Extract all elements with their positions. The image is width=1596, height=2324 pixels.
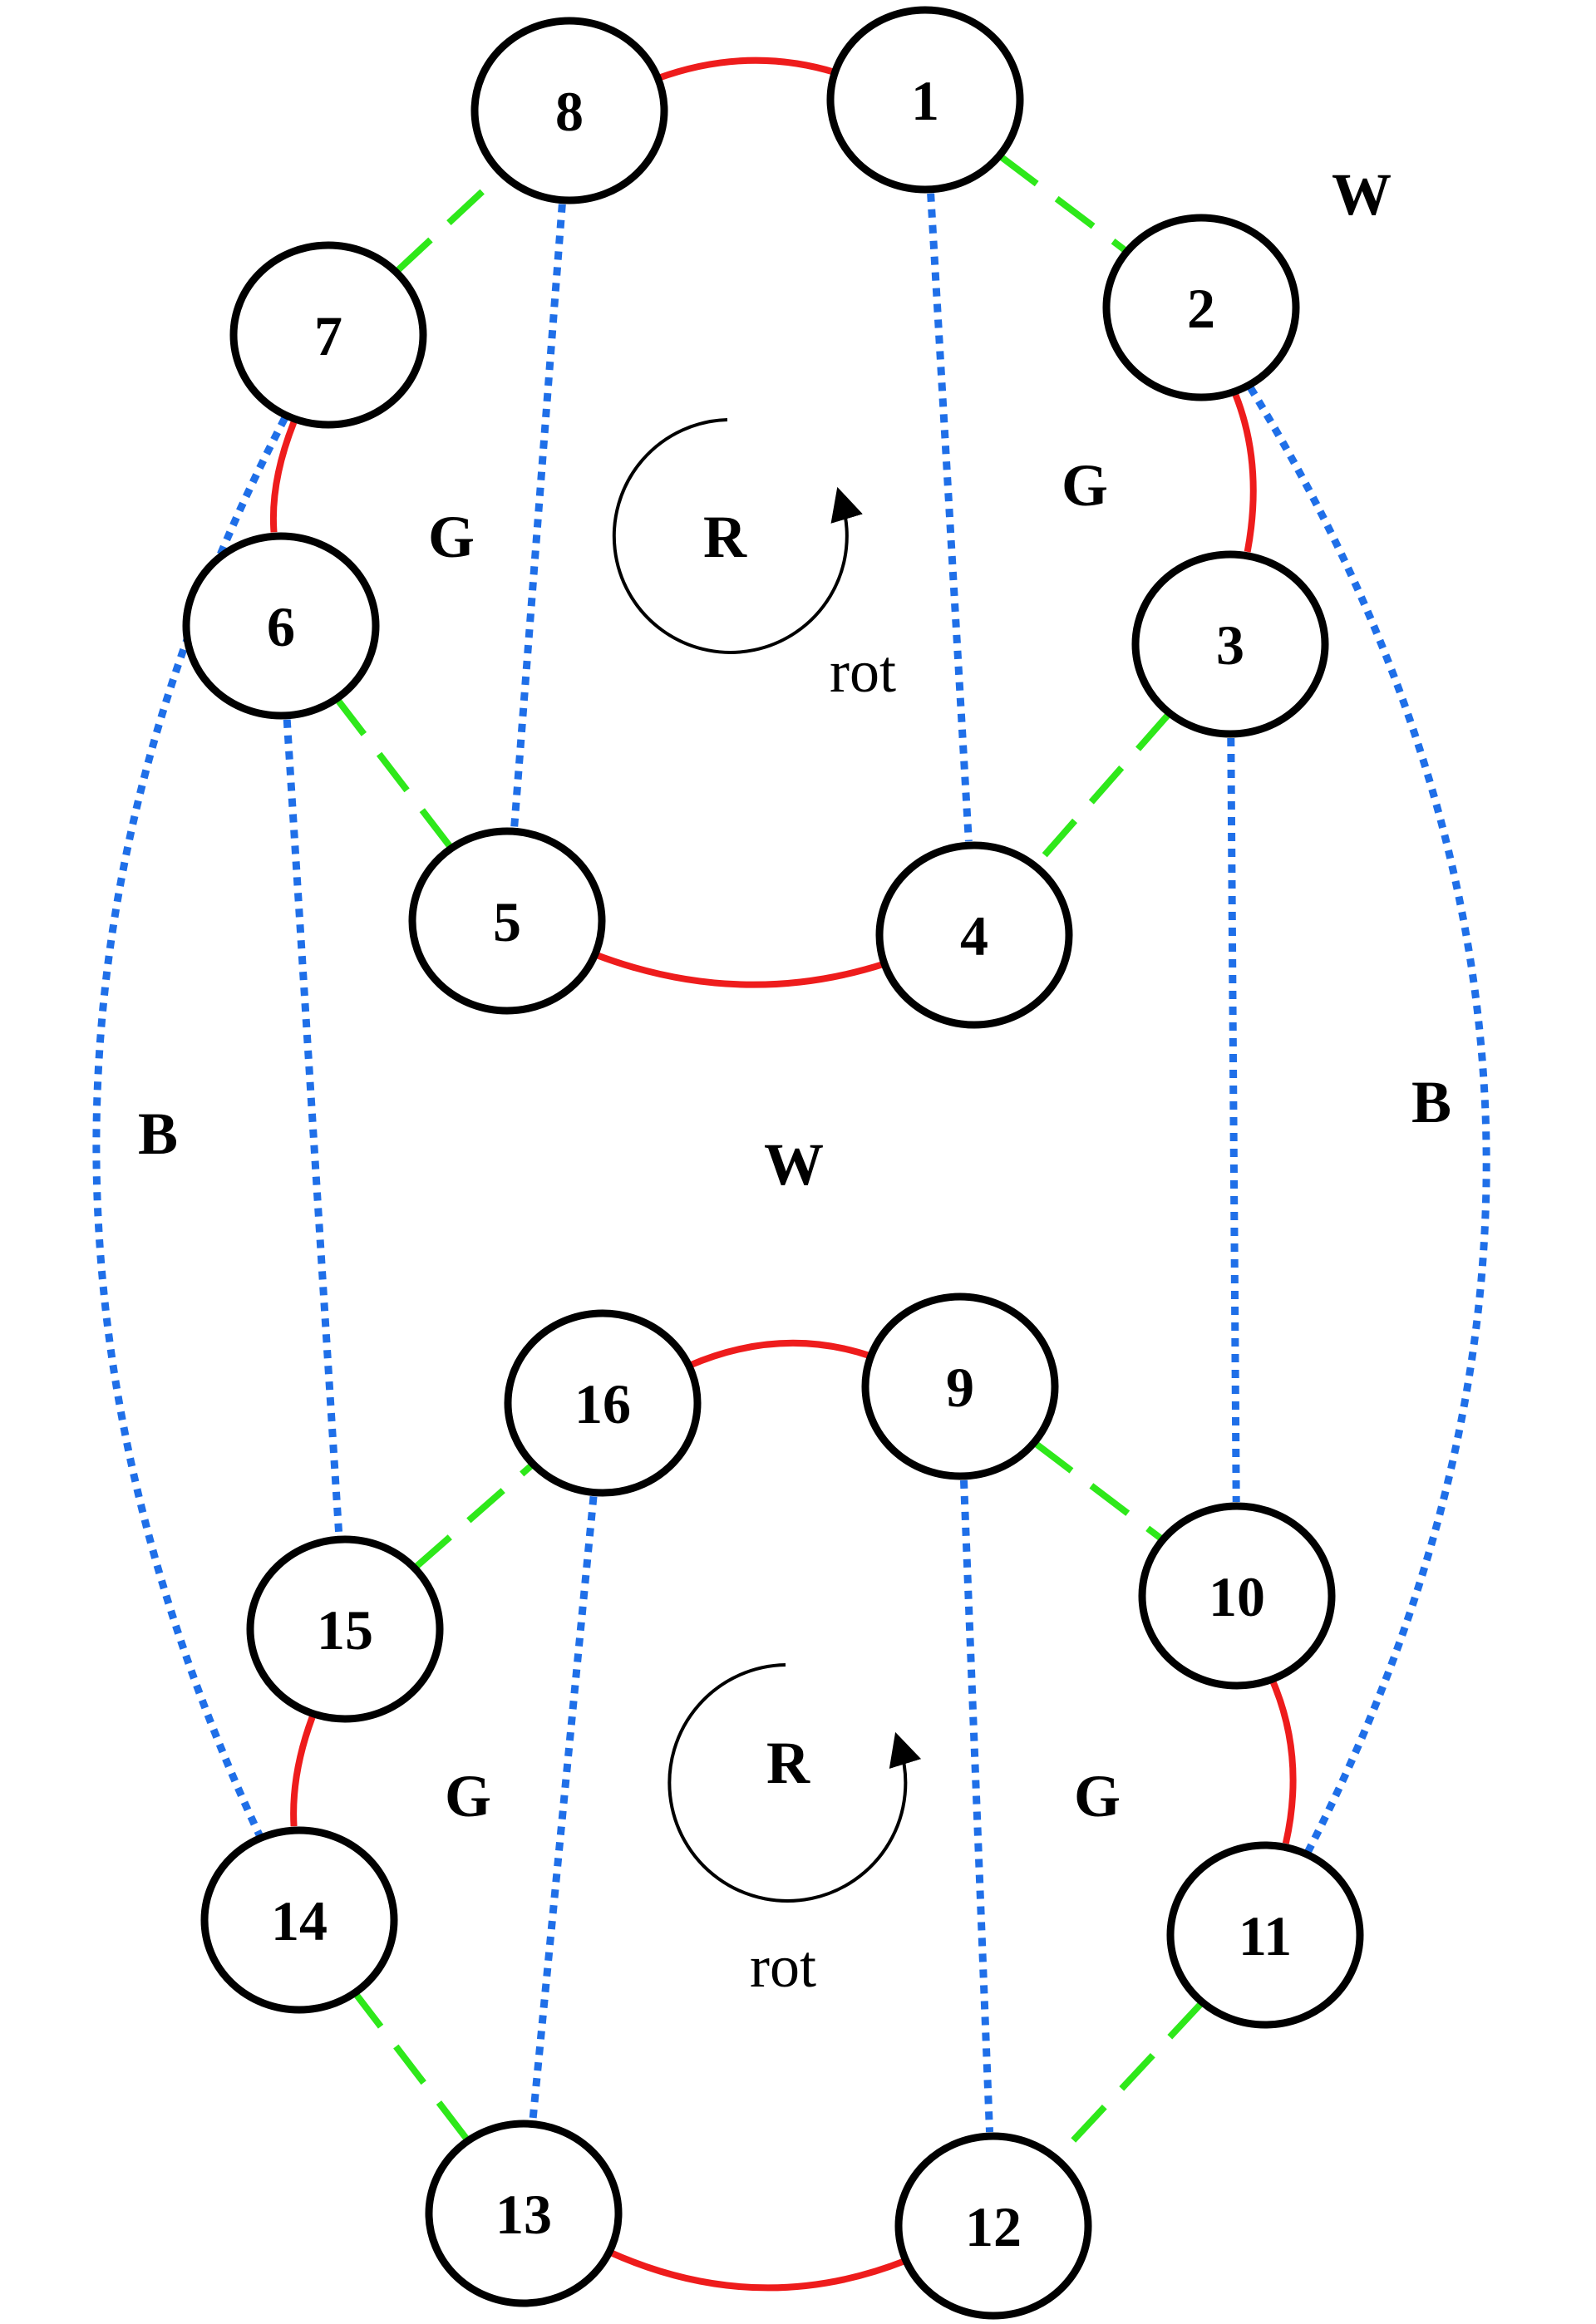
node-16: 16 (504, 1309, 702, 1497)
edge-green-9-10 (1032, 1440, 1165, 1542)
edge-blue-1-4 (927, 193, 973, 842)
node-circle (504, 1309, 702, 1497)
rotation-indicator-bottom: R rot (667, 1663, 921, 2000)
edge-red-15-14 (290, 1716, 316, 1827)
region-label-g-bottom-left: G (445, 1763, 491, 1829)
node-label: 13 (495, 2183, 552, 2246)
rotation-letter-bottom: R (766, 1730, 810, 1796)
edge-red-5-4 (594, 951, 886, 988)
node-8: 8 (470, 17, 668, 204)
node-6: 6 (182, 532, 380, 720)
node-4: 4 (875, 841, 1073, 1029)
node-label: 12 (965, 2195, 1022, 2258)
edge-green-5-6 (335, 698, 453, 849)
node-circle (1138, 1502, 1336, 1690)
node-circle (470, 17, 668, 204)
edge-red-16-9 (687, 1339, 873, 1369)
edge-blue-6-15 (283, 719, 343, 1536)
node-label: 11 (1239, 1904, 1292, 1967)
region-label-g-top-left: G (428, 504, 475, 570)
rotation-caption-bottom: rot (750, 1933, 816, 2000)
node-label: 14 (271, 1889, 328, 1952)
node-circle (875, 841, 1073, 1029)
node-label: 3 (1216, 613, 1244, 677)
edges-layer (92, 57, 1490, 2292)
node-2: 2 (1102, 214, 1300, 401)
rotation-letter-top: R (703, 504, 747, 570)
region-label-w-middle: W (764, 1131, 824, 1198)
node-circle (246, 1535, 444, 1723)
edge-blue-7-14 (92, 416, 288, 1837)
node-label: 1 (911, 69, 939, 132)
edge-green-3-4 (1033, 712, 1171, 867)
node-15: 15 (246, 1535, 444, 1723)
node-circle (425, 2120, 623, 2307)
node-circle (1131, 550, 1329, 738)
edge-green-11-12 (1055, 2001, 1204, 2160)
node-label: 10 (1209, 1565, 1265, 1628)
node-circle (1166, 1841, 1364, 2029)
edge-red-2-3 (1232, 393, 1257, 553)
node-circle (229, 241, 427, 429)
edge-green-1-2 (998, 153, 1129, 254)
node-label: 7 (314, 304, 342, 367)
region-label-w-top-right: W (1332, 161, 1392, 228)
node-9: 9 (861, 1292, 1059, 1480)
node-14: 14 (200, 1826, 398, 2014)
rotation-arrow-icon (667, 1663, 921, 1903)
edge-red-10-11 (1270, 1681, 1297, 1844)
node-1: 1 (826, 6, 1024, 194)
region-label-g-top-right: G (1062, 452, 1108, 519)
node-label: 16 (574, 1372, 631, 1435)
node-10: 10 (1138, 1502, 1336, 1690)
node-13: 13 (425, 2120, 623, 2307)
rotation-indicator-top: R rot (612, 418, 896, 705)
node-label: 15 (317, 1598, 373, 1662)
node-circle (861, 1292, 1059, 1480)
node-label: 6 (267, 595, 295, 658)
node-circle (1102, 214, 1300, 401)
node-label: 8 (555, 80, 584, 143)
node-label: 4 (960, 904, 988, 968)
node-circle (826, 6, 1024, 194)
node-12: 12 (894, 2132, 1092, 2320)
node-label: 2 (1187, 277, 1215, 340)
edge-green-15-16 (413, 1462, 534, 1570)
node-5: 5 (408, 827, 606, 1015)
node-11: 11 (1166, 1841, 1364, 2029)
node-circle (182, 532, 380, 720)
edge-green-13-14 (353, 1992, 470, 2141)
node-label: 5 (493, 890, 521, 953)
node-7: 7 (229, 241, 427, 429)
region-label-g-bottom-right: G (1074, 1763, 1121, 1829)
node-circle (200, 1826, 398, 2014)
node-3: 3 (1131, 550, 1329, 738)
edge-red-8-1 (656, 57, 837, 82)
edge-blue-16-13 (529, 1496, 598, 2120)
rotation-arrow-icon (612, 418, 863, 654)
edge-blue-3-10 (1227, 737, 1240, 1503)
edge-red-13-12 (608, 2248, 908, 2292)
edge-green-7-8 (394, 172, 504, 273)
node-circle (894, 2132, 1092, 2320)
edge-red-7-6 (269, 421, 298, 533)
edge-blue-8-5 (510, 204, 566, 828)
node-circle (408, 827, 606, 1015)
rotation-caption-top: rot (830, 638, 896, 705)
edge-blue-9-12 (959, 1480, 994, 2133)
node-label: 9 (946, 1356, 974, 1419)
region-label-b-left: B (138, 1100, 178, 1167)
region-label-b-right: B (1411, 1069, 1451, 1135)
